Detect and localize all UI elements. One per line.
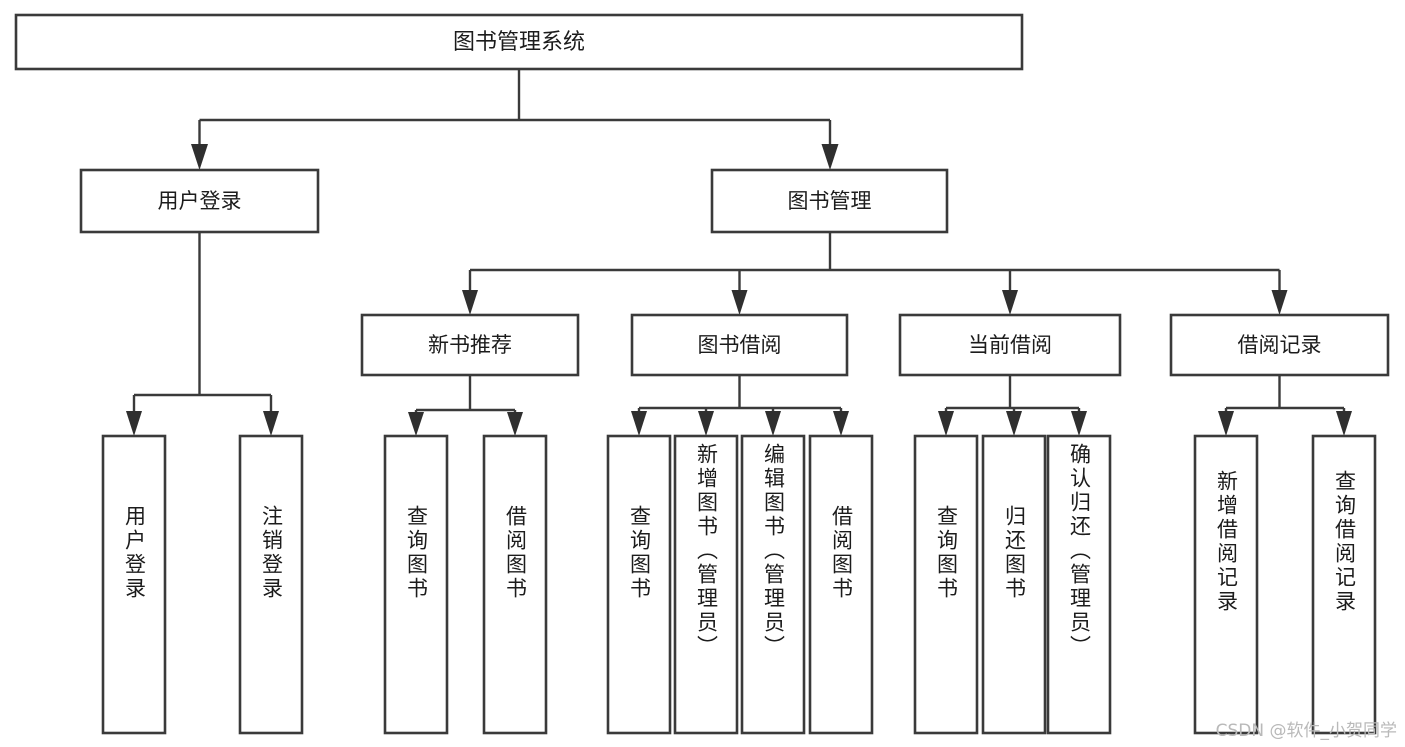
- arrowhead-leaf-add-book-admin: [698, 411, 714, 436]
- node-book-borrow-label: 图书借阅: [698, 333, 782, 357]
- node-root-label: 图书管理系统: [453, 30, 585, 55]
- leaf-box-borrow-book[interactable]: [808, 434, 874, 735]
- node-root-box[interactable]: [14, 13, 1024, 71]
- connector-group-borrow-record: [1218, 375, 1352, 436]
- arrowhead-leaf-edit-book-admin: [765, 411, 781, 436]
- leaf-box-query-book-current[interactable]: [913, 434, 979, 735]
- arrowhead-leaf-query-book-borrow: [631, 411, 647, 436]
- connector-group-book-borrow: [631, 375, 849, 436]
- arrowhead-leaf-query-book-new: [408, 412, 424, 436]
- node-borrow-record-label: 借阅记录: [1238, 333, 1322, 357]
- node-root[interactable]: 图书管理系统: [14, 13, 1024, 71]
- arrowhead-leaf-query-borrow-record: [1336, 411, 1352, 436]
- arrowhead-leaf-confirm-return-admin: [1071, 411, 1087, 436]
- node-new-book-recommend-label: 新书推荐: [428, 333, 512, 357]
- arrowhead-leaf-borrow-book: [833, 411, 849, 436]
- node-borrow-record-box[interactable]: [1169, 313, 1390, 377]
- leaf-box-add-borrow-record[interactable]: [1193, 434, 1259, 735]
- leaf-box-query-borrow-record[interactable]: [1311, 434, 1377, 735]
- node-user-login-label: 用户登录: [158, 189, 242, 213]
- leaf-box-return-book[interactable]: [981, 434, 1047, 735]
- arrowhead-current-borrow: [1002, 290, 1018, 315]
- node-current-borrow[interactable]: 当前借阅: [898, 313, 1122, 377]
- node-book-management-box[interactable]: [710, 168, 949, 234]
- node-book-borrow-box[interactable]: [630, 313, 849, 377]
- connector-group-book-management: [462, 232, 1288, 315]
- connector-group-current-borrow: [938, 375, 1087, 436]
- leaf-box-logout[interactable]: [238, 434, 304, 735]
- leaf-box-confirm-return-admin[interactable]: [1046, 434, 1112, 735]
- arrowhead-user-login: [191, 144, 208, 170]
- leaf-box-query-book-new[interactable]: [383, 434, 449, 735]
- leaf-box-user-login[interactable]: [101, 434, 167, 735]
- leaf-box-add-book-admin[interactable]: [673, 434, 739, 735]
- node-book-management-label: 图书管理: [788, 189, 872, 213]
- connector-group-user-login: [126, 232, 279, 436]
- leaf-box-edit-book-admin[interactable]: [740, 434, 806, 735]
- arrowhead-leaf-logout: [263, 411, 279, 436]
- arrowhead-book-management: [821, 144, 839, 170]
- node-user-login[interactable]: 用户登录: [79, 168, 320, 234]
- watermark-text: CSDN @软件_小贺同学: [1215, 721, 1397, 741]
- node-borrow-record[interactable]: 借阅记录: [1169, 313, 1390, 377]
- leaf-box-borrow-book-new[interactable]: [482, 434, 548, 735]
- node-book-borrow[interactable]: 图书借阅: [630, 313, 849, 377]
- node-current-borrow-label: 当前借阅: [968, 333, 1052, 357]
- arrowhead-leaf-user-login: [126, 411, 142, 436]
- arrowhead-leaf-add-borrow-record: [1218, 411, 1234, 436]
- connector-group-new-book-recommend: [408, 375, 523, 436]
- node-new-book-recommend[interactable]: 新书推荐: [360, 313, 580, 377]
- leaf-box-query-book-borrow[interactable]: [606, 434, 672, 735]
- node-user-login-box[interactable]: [79, 168, 320, 234]
- node-current-borrow-box[interactable]: [898, 313, 1122, 377]
- node-book-management[interactable]: 图书管理: [710, 168, 949, 234]
- arrowhead-new-book-recommend: [462, 290, 478, 315]
- connector-group-root: [191, 69, 839, 170]
- leaf-boxes: [101, 434, 1377, 735]
- arrowhead-book-borrow: [731, 290, 748, 315]
- arrowhead-leaf-query-book-current: [938, 411, 954, 436]
- arrowhead-leaf-borrow-book-new: [507, 412, 523, 436]
- arrowhead-leaf-return-book: [1006, 411, 1022, 436]
- arrowhead-borrow-record: [1271, 290, 1288, 315]
- node-new-book-recommend-box[interactable]: [360, 313, 580, 377]
